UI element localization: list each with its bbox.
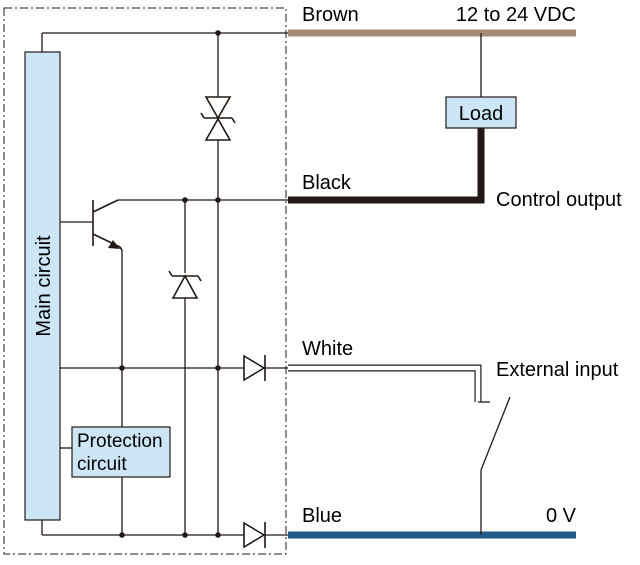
load-block: Load [445, 96, 517, 129]
black-wire-label: Black [302, 172, 352, 194]
protection-circuit-label-line2: circuit [77, 454, 127, 475]
ground-diode-symbol [243, 521, 266, 549]
load-label: Load [459, 103, 504, 125]
sensor-boundary [3, 7, 287, 555]
black-wire [288, 127, 485, 204]
supply-voltage-label: 12 to 24 VDC [456, 4, 576, 26]
white-wire-label: White [302, 338, 353, 360]
white-wire [288, 364, 482, 402]
external-input-label: External input [496, 359, 619, 381]
main-circuit-block: Main circuit [24, 51, 61, 521]
surge-absorber-symbol [200, 96, 236, 141]
external-input-switch [478, 396, 511, 535]
junction-dots [119, 30, 484, 538]
ground-label: 0 V [546, 505, 577, 527]
npn-transistor-symbol [92, 199, 123, 251]
protection-circuit-block: Protection circuit [71, 426, 171, 478]
input-diode-symbol [243, 354, 266, 382]
blue-wire-label: Blue [302, 505, 342, 527]
brown-wire-label: Brown [302, 4, 359, 26]
internal-wiring [41, 32, 288, 536]
control-output-label: Control output [496, 189, 622, 211]
main-circuit-label: Main circuit [33, 235, 55, 337]
protection-circuit-label-line1: Protection [77, 431, 163, 452]
zener-diode-symbol [168, 270, 202, 299]
